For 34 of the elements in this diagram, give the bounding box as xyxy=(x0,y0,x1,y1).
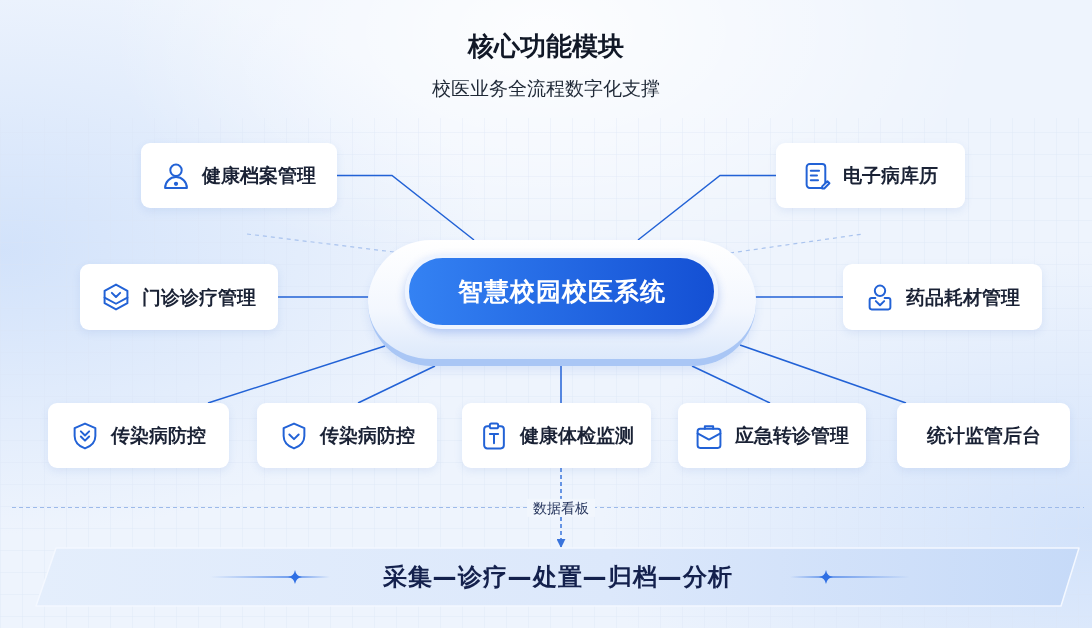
connector-line xyxy=(560,365,562,404)
module-card xyxy=(48,403,229,468)
connector-line xyxy=(691,365,771,404)
module-card xyxy=(257,403,437,468)
connector-line xyxy=(637,174,777,241)
subtitle: 校医业务全流程数字化支撑 xyxy=(432,77,660,100)
module-card xyxy=(80,264,278,330)
module-card xyxy=(843,264,1042,330)
module-card xyxy=(897,403,1070,468)
module-name: 药品耗材管理 xyxy=(905,285,1020,309)
module-name: 统计监管后台 xyxy=(926,424,1041,447)
module-name: 健康体检监测 xyxy=(519,424,634,447)
diagram-title: 核心功能模块 xyxy=(468,31,624,63)
module-name: 电子病库历 xyxy=(843,164,938,187)
module-name: 传染病防控 xyxy=(319,424,415,447)
module-card xyxy=(776,143,965,208)
module-name: 健康档案管理 xyxy=(202,164,316,187)
process-flow-text: 采集—诊疗—处置—归档—分析 xyxy=(382,562,733,592)
arrow xyxy=(556,467,566,548)
edge-label: 数据看板 xyxy=(527,498,595,517)
module-name: 应急转诊管理 xyxy=(735,424,849,447)
module-card xyxy=(462,403,651,468)
connector-line xyxy=(754,296,844,298)
connector-line xyxy=(357,365,436,404)
connector-line xyxy=(739,344,907,404)
system-name: 智慧校园校医系统 xyxy=(457,276,666,307)
connector-line xyxy=(207,345,386,404)
process-banner xyxy=(35,547,1080,607)
module-name: 门诊诊疗管理 xyxy=(142,285,256,309)
module-card xyxy=(141,143,337,208)
module-name: 传染病防控 xyxy=(111,424,206,447)
connector-line xyxy=(277,296,370,298)
connector-line xyxy=(336,174,475,241)
module-card xyxy=(678,403,866,468)
